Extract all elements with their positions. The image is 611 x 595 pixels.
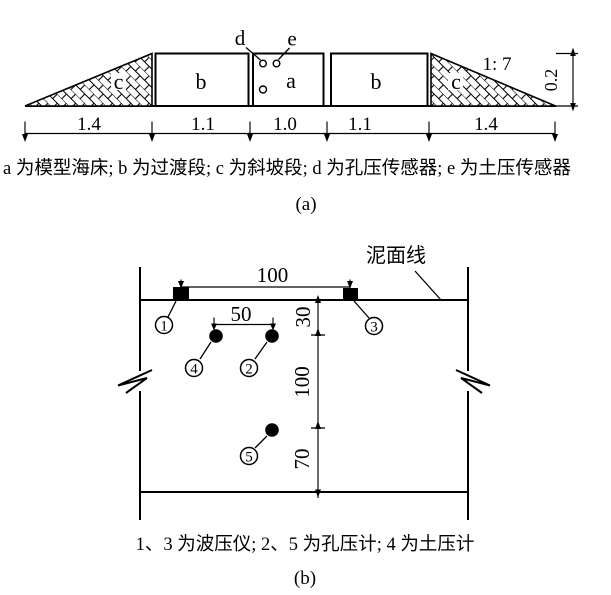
right-slope-label: c <box>451 69 461 94</box>
panel-b-caption: 1、3 为波压仪; 2、5 为孔压计; 4 为土压计 <box>136 534 475 555</box>
panel-b-tag: (b) <box>294 568 316 589</box>
width-dim-value: 1.4 <box>77 114 101 135</box>
balloon-circle-icon <box>154 315 174 335</box>
break-mark-icon <box>455 369 491 394</box>
arrow-up-icon <box>315 295 321 303</box>
right-slope-label-bg <box>448 73 463 90</box>
width-dim-value: 1.4 <box>474 114 498 135</box>
seabed-box <box>252 52 325 107</box>
break-mark-icon <box>117 369 153 394</box>
arrow-down-icon <box>552 134 558 142</box>
left-transition-box <box>154 52 250 107</box>
balloon-circle-icon <box>184 358 204 378</box>
arrow-up-icon <box>570 47 576 56</box>
gauge-4-leader <box>199 341 212 360</box>
left-slope-label: c <box>114 69 124 94</box>
mud-line-leader <box>414 270 442 301</box>
span-100-dimension: 100 <box>178 263 353 290</box>
gauge-balloon-4: 4 <box>184 358 204 378</box>
width-dim-value: 1.0 <box>273 114 297 135</box>
right-transition-label: b <box>371 69 382 94</box>
arrow-down-icon <box>247 134 253 142</box>
balloon-circle-icon <box>364 316 384 336</box>
width-dim-ticks <box>22 121 558 142</box>
depth-30-value: 30 <box>291 307 315 328</box>
gauge-number: 5 <box>245 450 253 466</box>
gauge-balloon-2: 2 <box>239 358 259 378</box>
width-dimension-chain: 1.4 1.1 1.0 1.1 1.4 <box>22 114 558 142</box>
earth-gauge-4-icon <box>209 329 223 343</box>
sensor-d-label: d <box>235 26 246 50</box>
panel-b: 泥面线 100 50 <box>117 244 491 589</box>
width-dim-value: 1.1 <box>348 114 372 135</box>
arrow-down-icon <box>178 281 184 289</box>
pore-sensor-dot2-icon <box>258 85 268 94</box>
arrow-down-icon <box>324 134 330 142</box>
arrow-down-icon <box>347 281 353 289</box>
wave-gauge-1-icon <box>173 287 189 300</box>
gauge-balloon-1: 1 <box>154 315 174 335</box>
arrow-up-icon <box>315 421 321 429</box>
left-slope-wedge <box>24 52 153 107</box>
height-dim-value: 0.2 <box>541 69 561 92</box>
panel-a-caption: a 为模型海床; b 为过渡段; c 为斜坡段; d 为孔压传感器; e 为土压… <box>3 158 571 179</box>
right-slope-wedge <box>430 52 556 107</box>
span-50-value: 50 <box>231 302 252 326</box>
gauge-1-leader <box>167 300 177 318</box>
panel-a-tag: (a) <box>295 194 316 215</box>
earth-sensor-dot-icon <box>272 59 281 68</box>
arrow-down-icon <box>570 103 576 112</box>
arrow-down-icon <box>22 134 28 142</box>
arrow-down-icon <box>426 134 432 142</box>
arrow-up-icon <box>315 328 321 336</box>
gauge-balloon-3: 3 <box>364 316 384 336</box>
height-dimension: 0.2 <box>541 47 578 112</box>
gauge-number: 1 <box>160 319 168 335</box>
slope-ratio-label: 1: 7 <box>482 54 511 75</box>
left-slope-label-bg <box>111 73 126 90</box>
sensor-e-leader <box>278 47 290 60</box>
pore-gauge-5-icon <box>265 423 279 437</box>
width-dim-value: 1.1 <box>191 114 215 135</box>
pore-gauge-2-icon <box>265 329 279 343</box>
gauge-number: 4 <box>190 362 198 378</box>
wave-gauge-3-icon <box>343 288 358 300</box>
gauge-5-leader <box>254 435 268 449</box>
arrow-down-icon <box>211 323 217 331</box>
depth-70-value: 70 <box>290 449 314 470</box>
depth-dimension-chain: 30 100 70 <box>290 295 325 498</box>
panel-a: c b a b c 1: 7 d e 0.2 <box>3 26 578 215</box>
mud-line-label: 泥面线 <box>366 244 426 267</box>
gauge-number: 2 <box>245 362 253 378</box>
span-50-dimension: 50 <box>211 302 276 331</box>
left-transition-label: b <box>196 69 207 94</box>
arrow-down-icon <box>270 323 276 331</box>
arrow-down-icon <box>149 134 155 142</box>
pore-sensor-dot-icon <box>259 59 268 68</box>
gauge-3-leader <box>353 300 370 319</box>
gauge-2-leader <box>254 341 268 360</box>
balloon-circle-icon <box>239 446 259 466</box>
sensor-d-leader <box>245 47 261 61</box>
arrow-down-icon <box>315 489 321 498</box>
sensor-e-label: e <box>287 27 296 51</box>
depth-100-value: 100 <box>290 366 314 398</box>
seabed-label: a <box>286 68 296 93</box>
balloon-circle-icon <box>239 358 259 378</box>
right-transition-box <box>330 52 429 107</box>
span-100-value: 100 <box>257 263 289 287</box>
gauge-number: 3 <box>370 320 378 336</box>
gauge-balloon-5: 5 <box>239 446 259 466</box>
